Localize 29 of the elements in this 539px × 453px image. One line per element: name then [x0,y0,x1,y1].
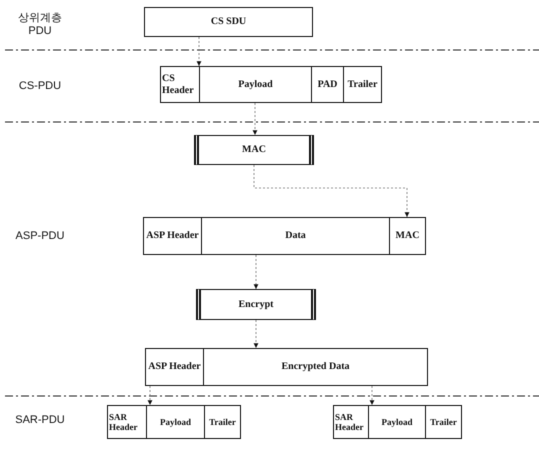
field-box: Trailer [425,405,462,439]
field-box: CS SDU [144,7,313,37]
arrow [148,386,152,406]
field-box: Payload [146,405,205,439]
field-box: Trailer [343,66,382,103]
arrow [370,386,374,406]
field-box: Payload [368,405,426,439]
arrow [252,102,258,136]
field-box: SAR Header [333,405,369,439]
field-box: MAC [389,217,426,255]
field-box: Data [201,217,390,255]
field-box: Trailer [204,405,241,439]
arrow [196,36,202,66]
row-label: CS-PDU [18,80,62,92]
field-box: Encrypted Data [203,348,428,386]
row-label: 상위계층 PDU [17,11,63,37]
field-box: ASP Header [145,348,204,386]
row-label: SAR-PDU [14,414,66,426]
field-box: Payload [199,66,312,103]
arrow [254,320,258,348]
field-box: SAR Header [107,405,147,439]
field-box: MAC [194,135,314,165]
row-label: ASP-PDU [14,230,66,242]
field-box: ASP Header [143,217,202,255]
arrow [254,254,258,290]
field-box: Encrypt [196,289,316,320]
arrow [254,164,410,218]
field-box: CS Header [160,66,200,103]
field-box: PAD [311,66,344,103]
